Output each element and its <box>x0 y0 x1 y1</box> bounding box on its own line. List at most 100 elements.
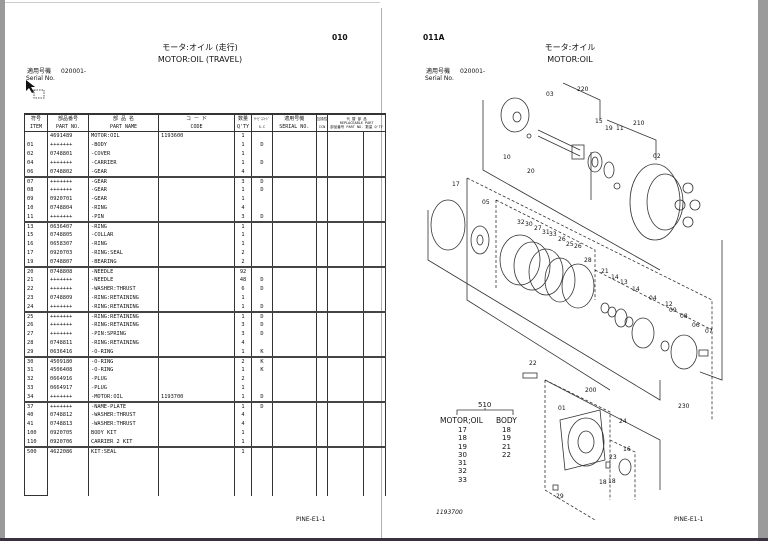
title-jp: モータ:オイル (走行) <box>162 43 238 52</box>
viewer-scrollbar[interactable] <box>758 0 768 541</box>
empty-cell <box>362 445 386 456</box>
callout-number: 22 <box>529 360 537 367</box>
empty-cell <box>362 365 386 375</box>
empty-cell <box>271 194 317 204</box>
kit-bracket <box>456 408 514 415</box>
callout-number: 18 <box>599 479 607 486</box>
empty-cell <box>362 230 386 240</box>
qty-cell: 1 <box>233 239 253 249</box>
empty-cell <box>362 338 386 348</box>
empty-cell <box>362 284 386 294</box>
empty-cell <box>271 437 317 447</box>
empty-cell <box>362 347 386 357</box>
qty-cell: 1 <box>233 131 253 141</box>
callout-number: 06 <box>692 322 700 329</box>
callout-number: 02 <box>653 153 661 160</box>
kit-item: 33 <box>458 475 467 484</box>
empty-cell <box>271 275 317 285</box>
qty-cell: 1 <box>233 149 253 159</box>
callout-number: 27 <box>534 225 542 232</box>
kit-item: 21 <box>502 442 511 451</box>
qty-cell: 4 <box>233 338 253 348</box>
qty-cell: 3 <box>233 212 253 222</box>
qty-cell: 1 <box>233 220 253 231</box>
serial-label-jp: 適用号機 <box>426 68 451 75</box>
empty-cell <box>362 140 386 150</box>
mouse-cursor-icon <box>26 80 45 99</box>
empty-cell <box>271 374 317 384</box>
page-code: 011A <box>423 33 445 42</box>
empty-cell <box>362 320 386 330</box>
qty-cell: 1 <box>233 392 253 402</box>
qty-cell: 4 <box>233 410 253 420</box>
empty-cell <box>362 220 386 231</box>
callout-number: 33 <box>549 231 557 238</box>
kit-item: 32 <box>458 467 467 476</box>
empty-cell <box>362 419 386 429</box>
serial-label-en: Serial No. <box>26 75 55 82</box>
qty-cell: 1 <box>233 428 253 438</box>
empty-cell <box>271 265 317 276</box>
callout-number: 15 <box>595 118 603 125</box>
empty-cell <box>271 248 317 258</box>
empty-cell <box>271 365 317 375</box>
empty-cell <box>271 338 317 348</box>
empty-cell <box>271 175 317 186</box>
callout-number: 05 <box>482 199 490 206</box>
qty-cell: 4 <box>233 419 253 429</box>
empty-cell <box>362 329 386 339</box>
empty-cell <box>362 239 386 249</box>
qty-cell: 2 <box>233 355 253 366</box>
callout-number: 23 <box>609 454 617 461</box>
empty-cell <box>362 410 386 420</box>
qty-cell: 1 <box>233 302 253 312</box>
title-jp: モータ:オイル <box>544 43 596 52</box>
empty-cell <box>362 167 386 177</box>
kit-body-heading: BODY <box>496 416 517 425</box>
empty-cell <box>362 355 386 366</box>
empty-cell <box>271 302 317 312</box>
kit-item: 18 <box>502 426 511 434</box>
qty-cell: 1 <box>233 185 253 195</box>
empty-cell <box>271 310 317 321</box>
qty-cell: 1 <box>233 230 253 240</box>
empty-cell <box>271 400 317 411</box>
table-filler <box>24 455 386 496</box>
empty-cell <box>271 257 317 267</box>
empty-cell <box>362 437 386 447</box>
callout-number: 210 <box>633 120 645 127</box>
empty-cell <box>362 310 386 321</box>
callout-number: 10 <box>503 154 511 161</box>
empty-cell <box>271 140 317 150</box>
empty-cell <box>362 302 386 312</box>
qty-cell: 1 <box>233 293 253 303</box>
callout-number: 18 <box>608 478 616 485</box>
qty-cell: 1 <box>233 158 253 168</box>
qty-cell: 1 <box>233 437 253 447</box>
callout-number: 32 <box>517 219 525 226</box>
qty-cell: 1 <box>233 347 253 357</box>
qty-cell: 3 <box>233 329 253 339</box>
empty-cell <box>271 230 317 240</box>
